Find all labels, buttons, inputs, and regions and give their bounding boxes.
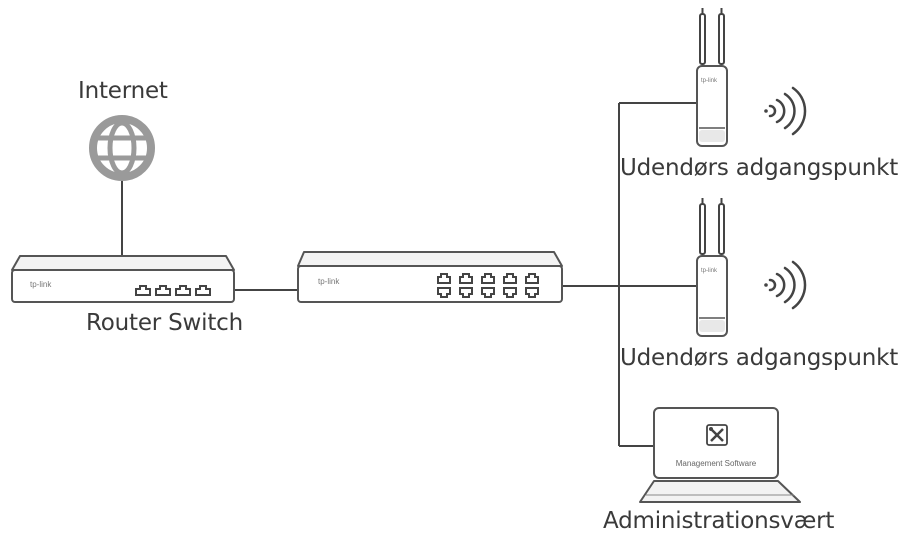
ap1-brand-label: tp-link — [701, 78, 718, 84]
switch-brand-label: tp-link — [318, 277, 340, 286]
router-switch-icon — [11, 255, 235, 303]
switch-icon — [297, 251, 563, 303]
wifi-signal-icon — [764, 86, 807, 136]
outdoor-ap-2-label: Udendørs adgangspunkt — [620, 345, 899, 371]
outdoor-access-point-icon — [696, 8, 728, 147]
antenna-icon — [699, 8, 725, 65]
router-brand-label: tp-link — [30, 280, 52, 289]
router-ports — [135, 285, 211, 296]
antenna-icon — [699, 198, 725, 255]
tools-icon — [706, 424, 728, 446]
internet-label: Internet — [78, 78, 168, 104]
connection-lines — [121, 102, 697, 447]
outdoor-access-point-icon — [696, 198, 728, 337]
router-switch-label: Router Switch — [86, 310, 243, 336]
outdoor-ap-1-label: Udendørs adgangspunkt — [620, 155, 899, 181]
laptop-icon — [639, 407, 801, 503]
ap2-brand-label: tp-link — [701, 268, 718, 274]
wifi-signal-icon — [764, 260, 807, 310]
globe-icon — [89, 115, 155, 181]
switch-ports — [437, 273, 539, 298]
admin-host-label: Administrationsvært — [603, 508, 835, 534]
management-software-label: Management Software — [675, 459, 757, 468]
